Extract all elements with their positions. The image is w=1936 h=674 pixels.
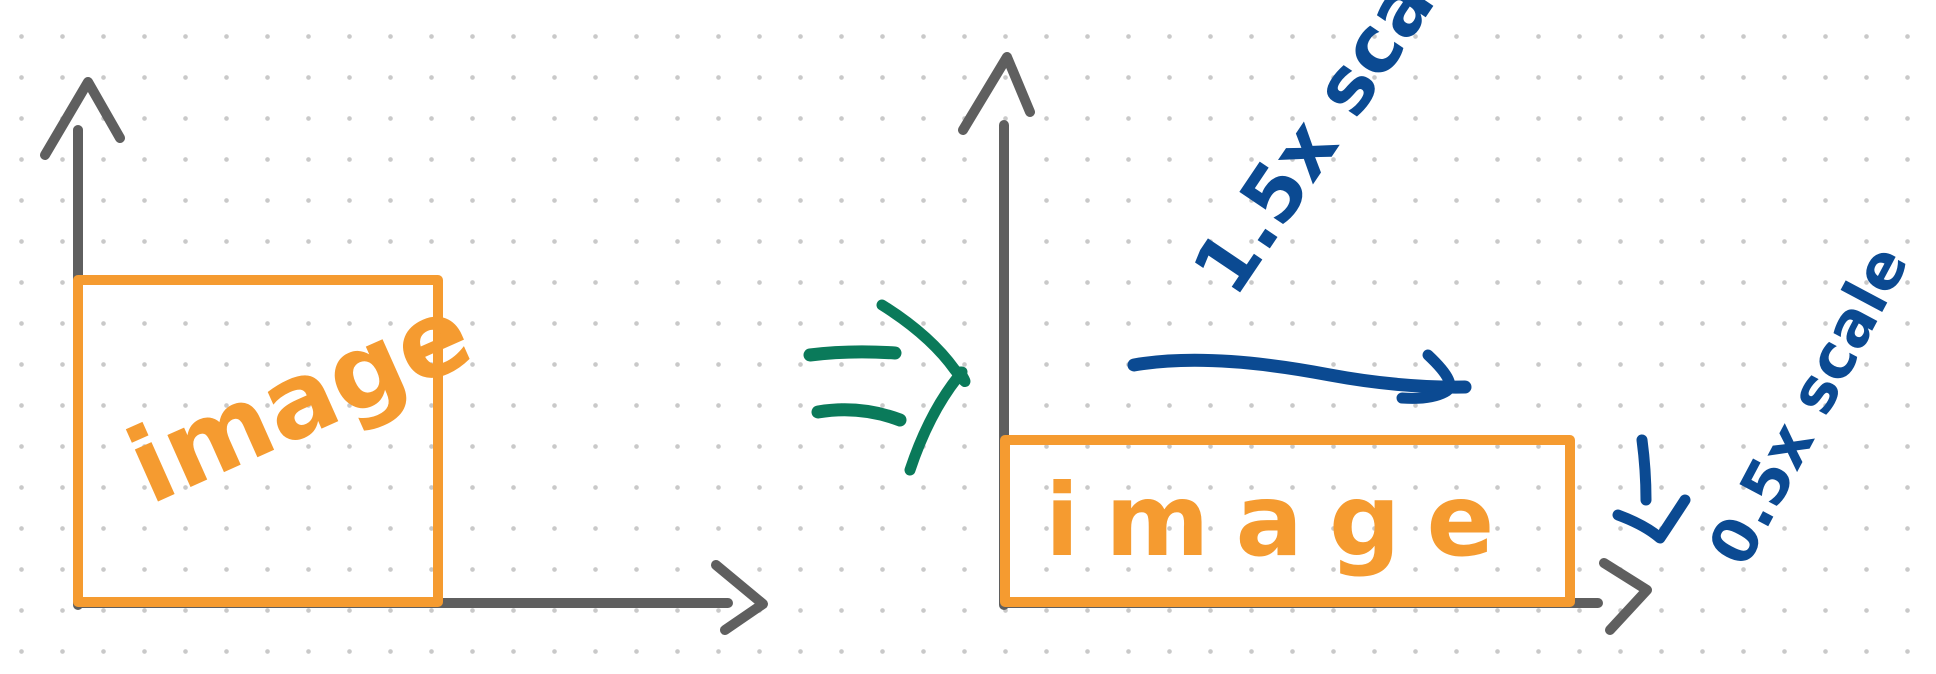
width-scale-tick xyxy=(1636,434,1652,506)
left-x-arrowhead-icon xyxy=(711,560,768,635)
height-scale-label: 1.5x scale xyxy=(1176,0,1497,311)
width-scale-label: 0.5x scale xyxy=(1694,234,1923,577)
right-image-box xyxy=(1000,435,1575,607)
right-y-arrowhead-icon xyxy=(958,52,1035,135)
implies-arrow-icon xyxy=(803,299,971,476)
width-scale-arrow-icon xyxy=(1612,494,1691,544)
right-image-label: image xyxy=(1045,462,1520,579)
left-image-box xyxy=(73,275,443,607)
right-x-arrowhead-icon xyxy=(1599,558,1652,635)
height-scale-arrowhead-icon xyxy=(1396,349,1456,404)
left-image-label: image xyxy=(111,270,489,528)
left-panel: image xyxy=(40,77,768,635)
height-scale-arrow-icon xyxy=(1127,353,1472,394)
left-y-arrowhead-icon xyxy=(40,77,125,160)
right-panel: image 1.5x scale 0.5x scale xyxy=(958,0,1923,635)
